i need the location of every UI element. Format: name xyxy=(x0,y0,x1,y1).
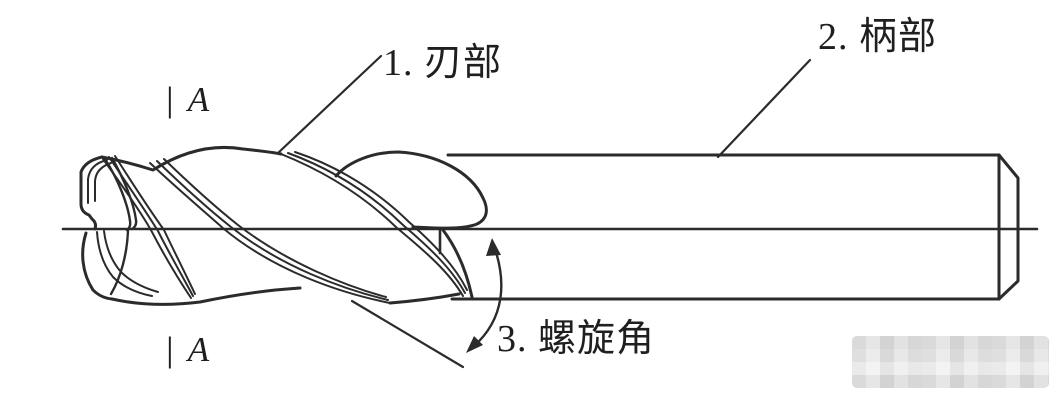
bottom-silhouette xyxy=(110,286,302,306)
top-silhouette-lobe-2 xyxy=(334,150,488,230)
left-face-top xyxy=(79,155,104,231)
top-silhouette-lobe-1 xyxy=(100,145,283,172)
section-marker-a-bottom: |A xyxy=(166,332,209,367)
shank-outline xyxy=(446,153,1020,301)
watermark-mosaic xyxy=(852,336,1049,388)
helix-angle-arrowhead-top xyxy=(486,238,501,256)
section-marker-bar: | xyxy=(166,330,173,369)
flute-edge-band-0 xyxy=(102,155,196,299)
helix-angle-arrowhead-bottom xyxy=(466,336,483,353)
section-marker-letter: A xyxy=(187,330,210,369)
flute-end-boundary xyxy=(441,228,474,299)
corner-inner-line-2 xyxy=(94,162,112,202)
section-marker-letter: A xyxy=(187,80,210,119)
left-face-bottom xyxy=(81,231,114,301)
flute-edge-band-1 xyxy=(149,158,391,304)
leader-line-shank xyxy=(716,58,812,159)
helix-angle-arrow-curve xyxy=(471,244,503,349)
bottom-silhouette-right xyxy=(388,292,461,305)
label-blade: 1. 刃部 xyxy=(383,42,503,84)
flute-edge-band-3 xyxy=(96,230,159,297)
annotations xyxy=(276,54,812,369)
flute-body xyxy=(79,145,488,306)
leader-line-blade xyxy=(276,54,383,155)
end-face-edge-3 xyxy=(109,229,130,296)
label-helix-angle: 3. 螺旋角 xyxy=(497,318,656,360)
helix-reference-line xyxy=(350,299,465,369)
section-marker-bar: | xyxy=(166,80,173,119)
flute-edge-band-2 xyxy=(280,151,468,297)
shank-chamfer xyxy=(997,153,1020,301)
label-shank: 2. 柄部 xyxy=(818,16,938,58)
section-marker-a-top: |A xyxy=(166,82,209,117)
